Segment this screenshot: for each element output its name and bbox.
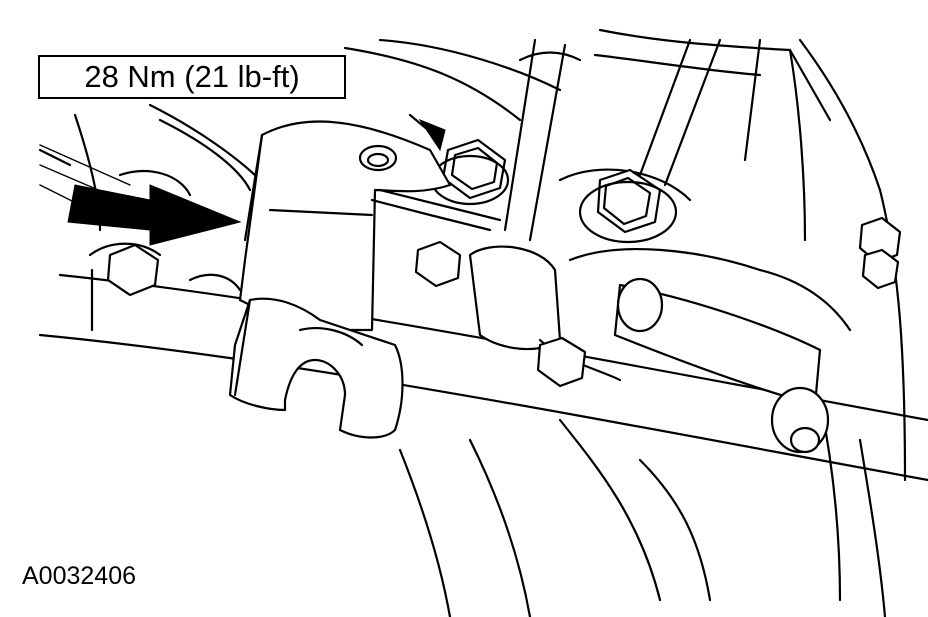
bolt-pointer-arrow xyxy=(408,113,446,152)
bolt-lower xyxy=(536,336,587,388)
bolt-far-right xyxy=(858,216,902,290)
rods xyxy=(503,38,832,242)
bolt-right xyxy=(578,168,678,244)
engine-background-lines xyxy=(39,28,907,617)
clip xyxy=(228,297,404,439)
bolt-heads xyxy=(106,138,902,388)
figure-id-label: A0032406 xyxy=(22,562,137,590)
direction-arrow xyxy=(38,148,242,246)
torque-spec-label: 28 Nm (21 lb-ft) xyxy=(38,55,346,99)
bolt-mid xyxy=(414,240,462,288)
bracket xyxy=(238,120,502,332)
link-rod xyxy=(468,245,830,454)
bolt-left xyxy=(106,243,160,297)
